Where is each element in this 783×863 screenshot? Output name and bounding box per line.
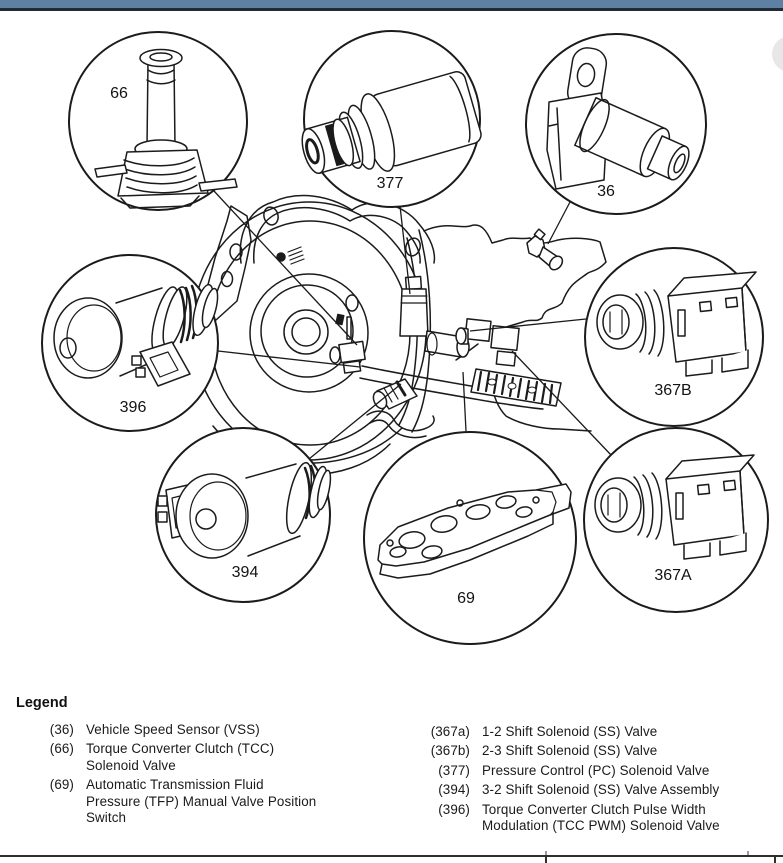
legend-text-line: Vehicle Speed Sensor (VSS): [86, 722, 260, 737]
legend-ref: (377): [438, 762, 470, 778]
leader-36: [547, 201, 571, 245]
legend-text-line: Pressure (TFP) Manual Valve Position: [86, 793, 317, 809]
legend-entry-36: (36) Vehicle Speed Sensor (VSS): [30, 722, 360, 738]
callout-label-69: 69: [457, 590, 475, 607]
leader-66: [213, 190, 358, 346]
legend-entry-377: (377) Pressure Control (PC) Solenoid Val…: [406, 763, 778, 779]
legend-entry-66: (66) Torque Converter Clutch (TCC) Solen…: [30, 741, 360, 774]
legend-ref: (69): [49, 777, 74, 793]
table-column-tick: [747, 851, 749, 855]
vss-sensor-drawing: [546, 47, 690, 190]
callout-label-396: 396: [120, 399, 147, 416]
legend-text-line: 1-2 Shift Solenoid (SS) Valve: [482, 724, 658, 739]
legend-entry-396: (396) Torque Converter Clutch Pulse Widt…: [406, 802, 778, 835]
legend-right-column: (367a) 1-2 Shift Solenoid (SS) Valve (36…: [406, 724, 778, 837]
legend-entry-394: (394) 3-2 Shift Solenoid (SS) Valve Asse…: [406, 782, 778, 798]
legend-text-line: Torque Converter Clutch (TCC): [86, 741, 275, 757]
callout-label-394: 394: [232, 564, 259, 581]
callout-label-367B: 367B: [654, 382, 691, 399]
shift-solenoid-a-drawing: [594, 454, 755, 560]
leader-394: [308, 383, 402, 460]
legend-text-line: Solenoid Valve: [86, 757, 176, 773]
legend-text-line: Torque Converter Clutch Pulse Width: [482, 801, 706, 817]
leader-367B: [469, 318, 587, 332]
callout-394: 394: [155, 427, 332, 603]
tcc-pwm-solenoid-drawing: [53, 283, 219, 387]
legend-ref: (66): [49, 741, 74, 757]
pc-solenoid-drawing: [301, 71, 482, 175]
table-top-border: [0, 855, 783, 857]
table-column-tick: [545, 851, 547, 855]
leader-69: [462, 371, 467, 432]
legend-ref: (394): [438, 782, 470, 798]
legend-title: Legend: [16, 695, 68, 711]
legend-text-line: Modulation (TCC PWM) Solenoid Valve: [482, 818, 720, 834]
callout-label-377: 377: [377, 175, 404, 192]
callout-367A: 367A: [583, 427, 769, 613]
leader-396: [217, 350, 361, 368]
leader-367A: [511, 350, 613, 457]
legend-left-column: (36) Vehicle Speed Sensor (VSS) (66) Tor…: [30, 722, 360, 829]
legend-entry-367a: (367a) 1-2 Shift Solenoid (SS) Valve: [406, 724, 778, 740]
tfp-switch-drawing: [377, 483, 572, 579]
legend-ref: (367b): [430, 743, 470, 759]
legend-text-line: Pressure Control (PC) Solenoid Valve: [482, 762, 710, 778]
leader-377: [399, 205, 411, 295]
tcc-solenoid-drawing: [94, 48, 238, 209]
callout-396: 396: [41, 254, 219, 432]
callout-label-66: 66: [110, 85, 128, 102]
scroll-dot-decoration: [772, 37, 783, 71]
shift-solenoid-b-drawing: [596, 271, 757, 377]
callout-circle-66: [68, 31, 248, 211]
legend-entry-69: (69) Automatic Transmission Fluid Pressu…: [30, 777, 360, 826]
legend-text-line: Automatic Transmission Fluid: [86, 777, 264, 793]
callout-label-36: 36: [597, 183, 615, 200]
legend-text-line: Switch: [86, 810, 127, 826]
table-column-divider: [774, 857, 776, 863]
shift-solenoid-assembly-drawing: [157, 461, 332, 559]
window-top-bar-edge: [0, 8, 783, 11]
callout-66: 66: [68, 31, 248, 211]
window-top-bar: [0, 0, 783, 8]
callout-label-367A: 367A: [654, 567, 692, 584]
legend-entry-367b: (367b) 2-3 Shift Solenoid (SS) Valve: [406, 743, 778, 759]
callout-36: 36: [525, 33, 707, 215]
legend-ref: (36): [49, 722, 74, 737]
legend-text-line: 3-2 Shift Solenoid (SS) Valve Assembly: [482, 782, 720, 798]
legend-text-line: 2-3 Shift Solenoid (SS) Valve: [482, 743, 658, 759]
legend-ref: (367a): [430, 724, 470, 739]
callout-leader-lines: [213, 190, 613, 460]
callout-69: 69: [363, 431, 577, 645]
legend-ref: (396): [438, 801, 470, 817]
callout-367B: 367B: [584, 247, 764, 427]
callout-377: 377: [301, 30, 482, 208]
table-column-divider: [545, 857, 547, 863]
